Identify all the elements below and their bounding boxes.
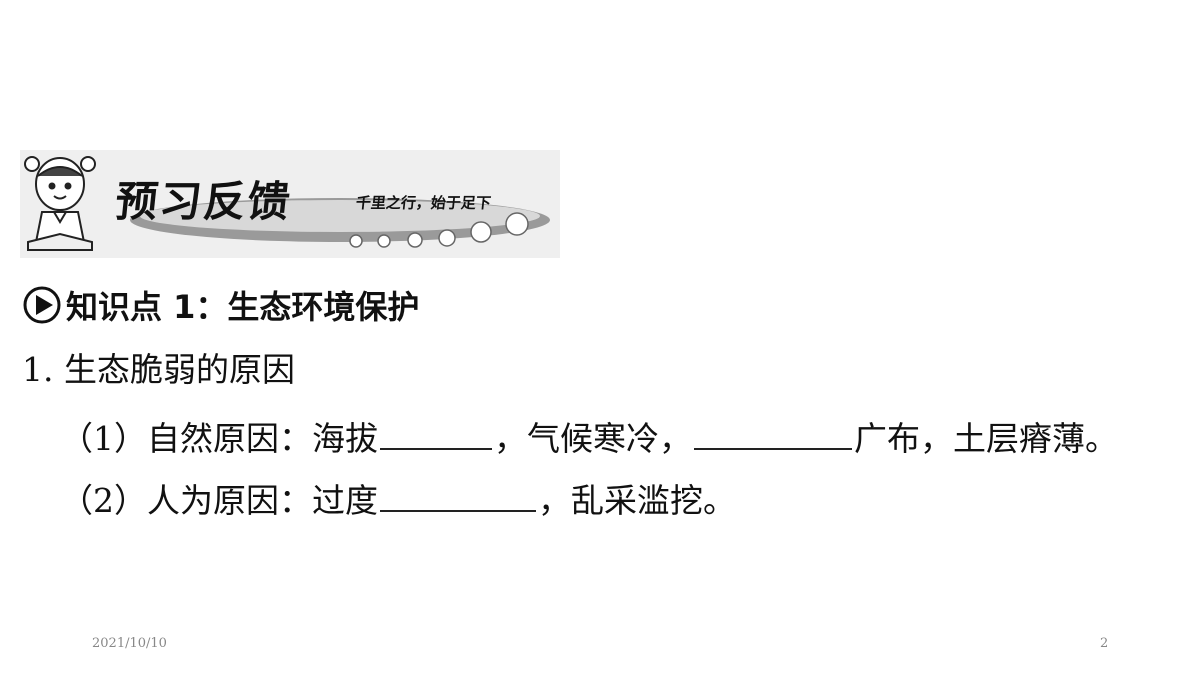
footer-date: 2021/10/10	[92, 636, 167, 651]
banner-slogan: 千里之行，始于足下	[355, 194, 492, 212]
item1-label: （1）自然原因：海拔	[60, 419, 378, 458]
banner-title: 预习反馈	[113, 177, 295, 226]
banner-art	[24, 156, 550, 251]
page-number: 2	[1100, 636, 1109, 651]
answer-blank-altitude[interactable]	[380, 414, 492, 450]
item1-mid: ，气候寒冷，	[494, 419, 692, 458]
knowledge-point-heading: 知识点 1：生态环境保护	[22, 280, 419, 330]
item2-end: ，乱采滥挖。	[538, 481, 736, 520]
question-item-2: （2）人为原因：过度 ，乱采滥挖。	[60, 476, 736, 523]
preview-feedback-banner: 预习反馈 千里之行，始于足下	[20, 150, 560, 258]
answer-blank-landform[interactable]	[694, 414, 852, 450]
item2-label: （2）人为原因：过度	[60, 481, 378, 520]
item1-end: 广布，土层瘠薄。	[854, 419, 1118, 458]
girl-reading-icon	[24, 156, 96, 251]
question-item-1: （1）自然原因：海拔 ，气候寒冷， 广布，土层瘠薄。	[60, 414, 1118, 461]
knowledge-point-title: 知识点 1：生态环境保护	[66, 288, 420, 326]
answer-blank-overuse[interactable]	[380, 476, 536, 512]
play-circle-icon	[23, 286, 61, 324]
question-title: 1. 生态脆弱的原因	[22, 350, 295, 389]
